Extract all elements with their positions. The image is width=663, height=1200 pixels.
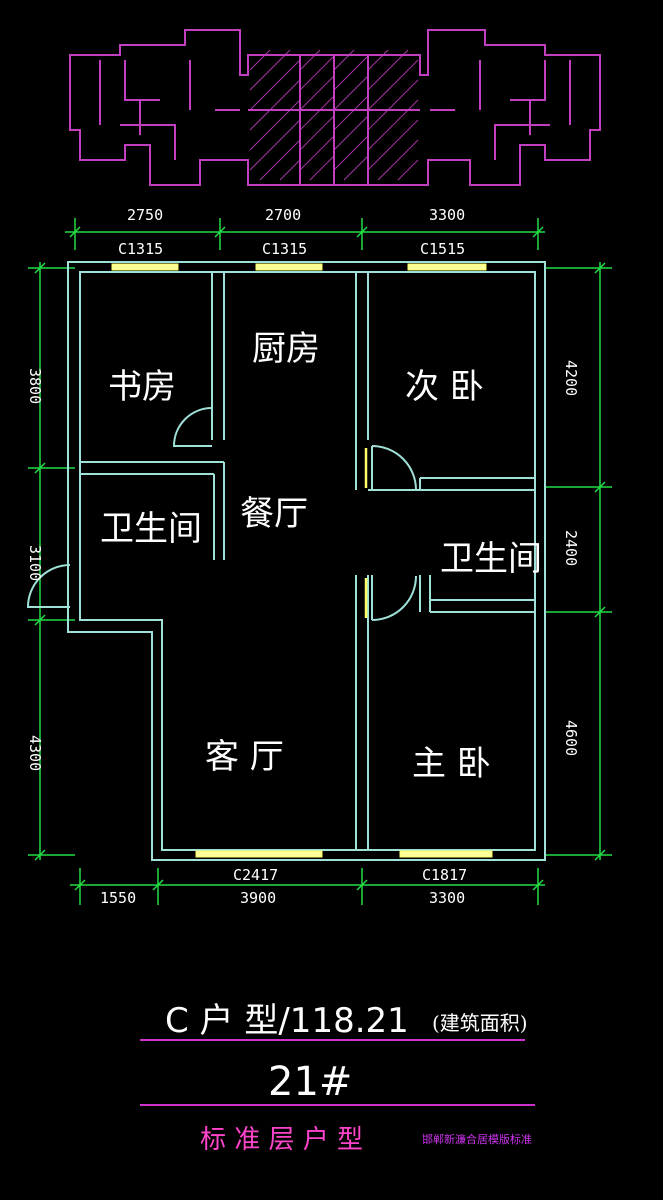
room-dining: 餐厅 [240, 494, 308, 534]
window-label-top-1: C1315 [118, 240, 163, 258]
room-master-bedroom: 主 卧 [412, 744, 491, 784]
room-bath-left: 卫生间 [100, 509, 202, 549]
dim-bottom-3: 3300 [429, 889, 465, 907]
room-bath-right: 卫生间 [440, 539, 542, 579]
dim-top-3: 3300 [429, 206, 465, 224]
dimension-lines [28, 218, 612, 905]
window-label-bottom-2: C1817 [422, 866, 467, 884]
dim-right-1: 4200 [562, 360, 580, 396]
building-thumbnail [69, 29, 601, 186]
windows [111, 263, 493, 858]
dim-right-2: 2400 [562, 530, 580, 566]
unit-type-title: C 户 型/118.21 [165, 1001, 409, 1041]
building-number: 21# [268, 1059, 352, 1105]
dim-top-2: 2700 [265, 206, 301, 224]
thumbnail-hatch [249, 49, 419, 181]
door-swings [26, 407, 417, 621]
dim-left-3: 4300 [26, 735, 44, 771]
walls [67, 261, 546, 861]
dim-right-3: 4600 [562, 720, 580, 756]
window-label-top-2: C1315 [262, 240, 307, 258]
room-second-bedroom: 次 卧 [405, 367, 484, 407]
dim-bottom-2: 3900 [240, 889, 276, 907]
dim-left-1: 3800 [26, 368, 44, 404]
dim-top-1: 2750 [127, 206, 163, 224]
window-label-bottom-1: C2417 [233, 866, 278, 884]
room-living: 客 厅 [205, 737, 284, 777]
window-label-top-3: C1515 [420, 240, 465, 258]
dim-left-2: 3100 [26, 545, 44, 581]
area-note: (建筑面积) [432, 1011, 528, 1035]
room-kitchen: 厨房 [252, 329, 320, 369]
small-note: 邯郸新濂合居模版标准 [422, 1132, 532, 1146]
dim-bottom-1: 1550 [100, 889, 136, 907]
floor-type-label: 标 准 层 户 型 [200, 1125, 363, 1155]
room-study: 书房 [108, 367, 176, 407]
